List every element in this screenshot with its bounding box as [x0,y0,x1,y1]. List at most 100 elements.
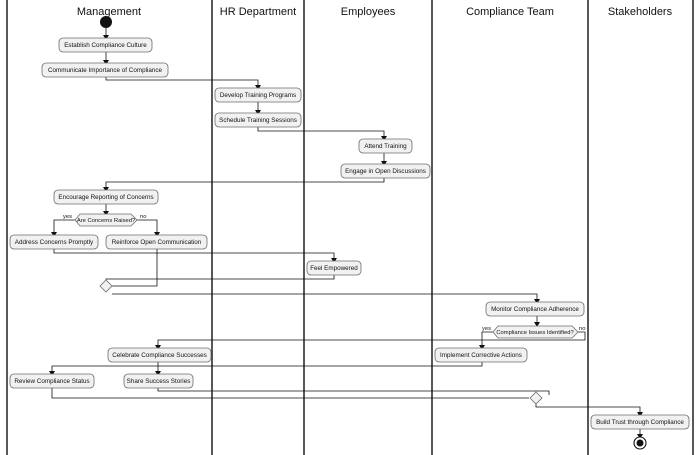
edge-decision-no-merge [157,331,586,348]
arrowhead [103,211,109,216]
node-box [58,37,153,53]
edge-engage-encourage [105,178,385,190]
node-box [123,373,194,389]
branch-label-yes: yes [63,214,72,220]
branch-label-yes: yes [482,326,491,332]
node-box [306,260,362,276]
node-box [590,414,690,430]
branch-label-no: no [140,214,146,220]
node-label: Review Compliance Status [14,378,89,385]
arrowhead [381,136,387,141]
arrowhead [103,60,109,65]
lane-title-hr-department: HR Department [220,6,296,18]
end-node [633,436,647,450]
node-box [53,189,159,205]
node-label: Attend Training [364,143,407,150]
node-box [358,138,413,154]
arrowhead [479,345,485,350]
node-implement: Implement Corrective Actions [434,347,528,363]
flow-edges [51,28,641,437]
edge-review-merge [51,388,529,399]
arrowhead [534,322,540,327]
edge-merge-build [535,404,641,415]
edge-decision-yes-implement [481,331,493,348]
node-communicate: Communicate Importance of Compliance [41,62,169,78]
node-monitor: Monitor Compliance Adherence [485,301,585,317]
edge-implement-review [51,362,483,374]
node-label: Share Success Stories [127,378,191,385]
edge-decision-no-reinforce [137,219,158,235]
arrowhead [49,371,55,376]
node-label: Establish Compliance Culture [64,42,147,49]
node-box [434,347,528,363]
arrowhead [255,110,261,115]
arrowhead [51,232,57,237]
lane-title-stakeholders: Stakeholders [608,6,673,18]
node-encourage: Encourage Reporting of Concerns [53,189,159,205]
node-label: Address Concerns Promptly [15,239,94,246]
swimlane-separators [6,0,694,455]
arrowhead [103,187,109,192]
node-engage: Engage in Open Discussions [340,163,431,179]
node-box [214,87,302,103]
node-label: Schedule Training Sessions [219,117,297,124]
node-box [214,112,302,128]
node-box [41,62,169,78]
node-box [107,347,212,363]
edge-schedule-attend [257,127,385,139]
decision-shape [74,213,138,227]
node-feel: Feel Empowered [306,260,362,276]
node-label: Monitor Compliance Adherence [491,306,579,313]
decision-concerns: Are Concerns Raised? yes no [63,213,146,227]
node-share: Share Success Stories [123,373,194,389]
end-node-core [636,439,644,447]
node-box [105,234,208,250]
arrowhead [155,371,161,376]
edge-share-merge [157,388,550,395]
node-label: Engage in Open Discussions [345,168,426,175]
edge-decision-yes-address [53,219,75,235]
node-build: Build Trust through Compliance [590,414,690,430]
edge-address-feel [53,249,335,261]
edge-feel-merge [105,275,335,280]
merge-node-concerns [99,279,113,293]
node-label: Celebrate Compliance Successes [112,352,207,359]
arrowhead [155,345,161,350]
node-label: Implement Corrective Actions [440,352,522,359]
merge-node-final [529,391,543,405]
arrowhead [381,161,387,166]
node-reinforce: Reinforce Open Communication [105,234,208,250]
swimlane-headers: Management HR Department Employees Compl… [77,6,673,18]
decision-label: Are Concerns Raised? [77,218,136,224]
branch-label-no: no [579,326,585,332]
node-schedule: Schedule Training Sessions [214,112,302,128]
node-label: Feel Empowered [310,265,358,272]
decision-shape [492,325,579,339]
activity-nodes: Establish Compliance Culture Communicate… [9,37,690,430]
edge-merge-monitor [112,293,538,302]
decision-label: Compliance Issues Identified? [496,330,574,336]
arrowhead [103,35,109,40]
node-establish: Establish Compliance Culture [58,37,153,53]
lane-title-employees: Employees [341,6,396,18]
start-node [100,16,112,28]
node-box [340,163,431,179]
arrowhead [637,412,643,417]
lane-title-management: Management [77,6,141,18]
node-label: Reinforce Open Communication [112,239,202,246]
node-label: Build Trust through Compliance [596,419,684,426]
node-attend: Attend Training [358,138,413,154]
node-develop: Develop Training Programs [214,87,302,103]
node-label: Communicate Importance of Compliance [48,67,163,74]
edge-communicate-develop [105,77,259,88]
decision-issues: Compliance Issues Identified? yes no [482,325,585,339]
node-box [9,234,99,250]
node-review: Review Compliance Status [9,373,95,389]
node-box [485,301,585,317]
arrowhead [154,232,160,237]
lane-title-compliance-team: Compliance Team [466,6,554,18]
node-box [9,373,95,389]
node-celebrate: Celebrate Compliance Successes [107,347,212,363]
node-label: Develop Training Programs [220,92,296,99]
node-address: Address Concerns Promptly [9,234,99,250]
